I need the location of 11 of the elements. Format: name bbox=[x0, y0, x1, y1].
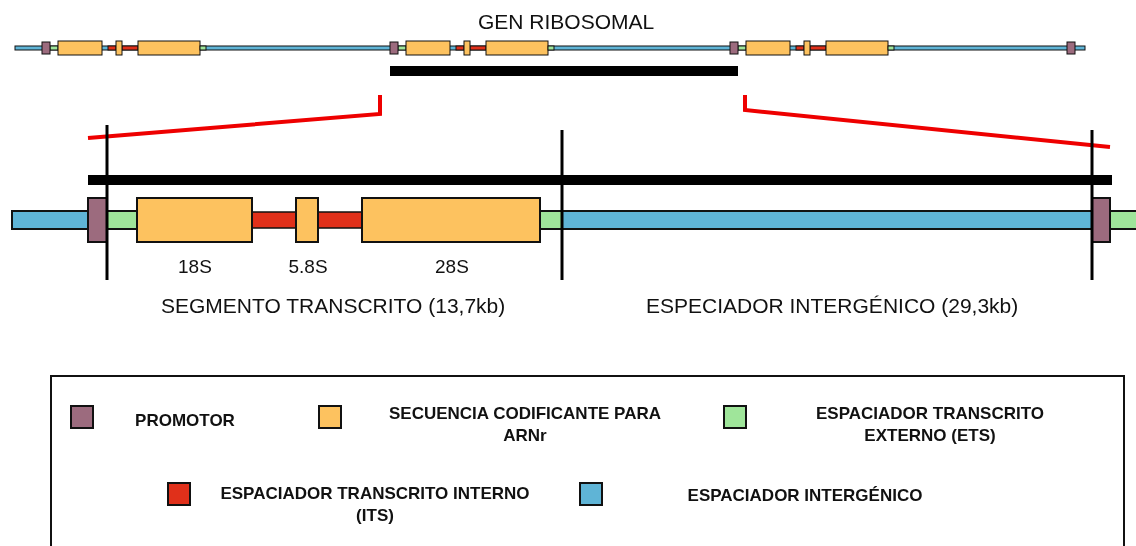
region-label: SEGMENTO TRANSCRITO (13,7kb) bbox=[161, 294, 506, 318]
segment-label: 28S bbox=[435, 256, 469, 278]
legend-text: ESPACIADOR INTERGÉNICO bbox=[686, 485, 924, 507]
legend-text: PROMOTOR bbox=[134, 410, 236, 432]
region-label: ESPECIADOR INTERGÉNICO (29,3kb) bbox=[646, 294, 1019, 318]
legend-text: ESPACIADOR TRANSCRITO EXTERNO (ETS) bbox=[815, 403, 1045, 447]
segment-label: 5.8S bbox=[288, 256, 328, 278]
legend-text: ESPACIADOR TRANSCRITO INTERNO (ITS) bbox=[220, 483, 530, 527]
diagram-title: GEN RIBOSOMAL bbox=[478, 10, 655, 34]
legend-text: SECUENCIA CODIFICANTE PARA ARNr bbox=[388, 403, 662, 447]
segment-label: 18S bbox=[178, 256, 212, 278]
